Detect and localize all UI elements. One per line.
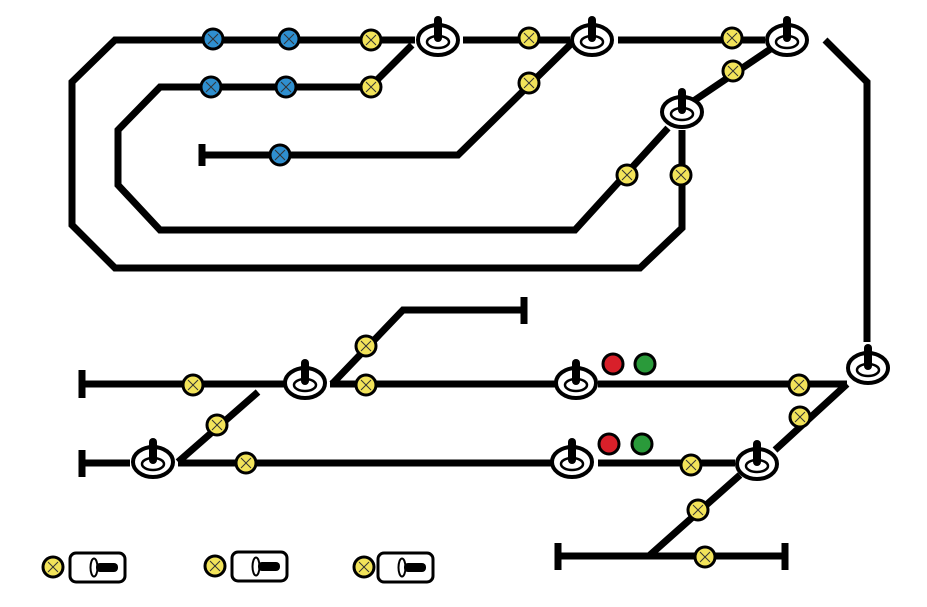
- cross-mark: [274, 149, 286, 161]
- yellow-indicator-lamp: [354, 334, 378, 358]
- push-button[interactable]: [230, 550, 289, 583]
- toggle-lever-icon: [568, 438, 576, 464]
- cross-mark: [207, 33, 219, 45]
- red-signal-lamp: [597, 432, 621, 456]
- cross-mark: [187, 379, 199, 391]
- yellow-indicator-lamp: [720, 26, 744, 50]
- green-signal-lamp-body: [633, 352, 657, 376]
- green-signal-lamp: [633, 352, 657, 376]
- yellow-indicator-lamp: [686, 498, 710, 522]
- track-segment: [202, 39, 576, 159]
- yellow-indicator-lamp: [41, 555, 65, 579]
- yellow-indicator-lamp: [517, 71, 541, 95]
- cross-mark: [240, 457, 252, 469]
- cross-mark: [280, 81, 292, 93]
- yellow-indicator-lamp: [359, 75, 383, 99]
- button-plunger-icon: [404, 563, 426, 572]
- track-layer: [68, 36, 871, 570]
- toggle-lever-icon: [434, 16, 442, 42]
- cross-mark: [360, 340, 372, 352]
- blue-indicator-lamp: [201, 27, 225, 51]
- yellow-indicator-lamp: [181, 373, 205, 397]
- toggle-lever-icon: [301, 359, 309, 385]
- yellow-indicator-lamp: [354, 373, 378, 397]
- cross-mark: [675, 169, 687, 181]
- toggle-lever-icon: [588, 16, 596, 42]
- cross-mark: [358, 561, 370, 573]
- button-plunger-icon: [258, 562, 280, 571]
- cross-mark: [209, 560, 221, 572]
- yellow-indicator-lamp: [615, 163, 639, 187]
- turnout-toggle-switch[interactable]: [550, 438, 594, 479]
- cross-mark: [726, 32, 738, 44]
- green-signal-lamp-body: [630, 432, 654, 456]
- yellow-indicator-lamp: [203, 554, 227, 578]
- push-button[interactable]: [376, 551, 435, 584]
- turnout-toggle-switch[interactable]: [554, 359, 598, 400]
- cross-mark: [685, 459, 697, 471]
- cross-mark: [523, 32, 535, 44]
- button-plunger-icon: [96, 563, 118, 572]
- yellow-indicator-lamp: [517, 26, 541, 50]
- yellow-indicator-lamp: [359, 28, 383, 52]
- turnout-toggle-switch[interactable]: [846, 344, 890, 385]
- cross-mark: [793, 379, 805, 391]
- turnout-toggle-switch[interactable]: [416, 16, 460, 57]
- track-segment: [822, 37, 871, 342]
- toggle-lever-icon: [678, 88, 686, 114]
- yellow-indicator-lamp: [721, 59, 745, 83]
- toggle-lever-icon: [572, 359, 580, 385]
- cross-mark: [365, 34, 377, 46]
- cross-mark: [365, 81, 377, 93]
- blue-indicator-lamp: [277, 27, 301, 51]
- cross-mark: [727, 65, 739, 77]
- cross-mark: [205, 81, 217, 93]
- turnout-toggle-switch[interactable]: [570, 16, 614, 57]
- turnout-toggle-switch[interactable]: [735, 440, 779, 481]
- toggle-lever-icon: [783, 16, 791, 42]
- blue-indicator-lamp: [268, 143, 292, 167]
- turnout-toggle-switch[interactable]: [660, 88, 704, 129]
- cross-mark: [360, 379, 372, 391]
- track-segment: [68, 36, 686, 272]
- turnout-toggle-switch[interactable]: [765, 16, 809, 57]
- cross-mark: [283, 33, 295, 45]
- toggle-lever-icon: [864, 344, 872, 370]
- push-button[interactable]: [68, 551, 127, 584]
- red-signal-lamp-body: [597, 432, 621, 456]
- yellow-indicator-lamp: [693, 545, 717, 569]
- yellow-indicator-lamp: [787, 373, 811, 397]
- toggle-lever-icon: [753, 440, 761, 466]
- yellow-indicator-lamp: [788, 405, 812, 429]
- lamp-layer: [41, 26, 812, 579]
- yellow-indicator-lamp: [352, 555, 376, 579]
- blue-indicator-lamp: [199, 75, 223, 99]
- yellow-indicator-lamp: [234, 451, 258, 475]
- cross-mark: [699, 551, 711, 563]
- cross-mark: [211, 419, 223, 431]
- yellow-indicator-lamp: [205, 413, 229, 437]
- red-signal-lamp-body: [601, 352, 625, 376]
- cross-mark: [47, 561, 59, 573]
- track-segment: [114, 42, 671, 234]
- yellow-indicator-lamp: [679, 453, 703, 477]
- red-signal-lamp: [601, 352, 625, 376]
- button-layer: [68, 550, 435, 584]
- cross-mark: [692, 504, 704, 516]
- track-segment: [329, 306, 524, 387]
- blue-indicator-lamp: [274, 75, 298, 99]
- switch-layer: [131, 16, 890, 481]
- yellow-indicator-lamp: [669, 163, 693, 187]
- green-signal-lamp: [630, 432, 654, 456]
- cross-mark: [621, 169, 633, 181]
- turnout-toggle-switch[interactable]: [283, 359, 327, 400]
- toggle-lever-icon: [149, 438, 157, 464]
- turnout-toggle-switch[interactable]: [131, 438, 175, 479]
- cross-mark: [794, 411, 806, 423]
- cross-mark: [523, 77, 535, 89]
